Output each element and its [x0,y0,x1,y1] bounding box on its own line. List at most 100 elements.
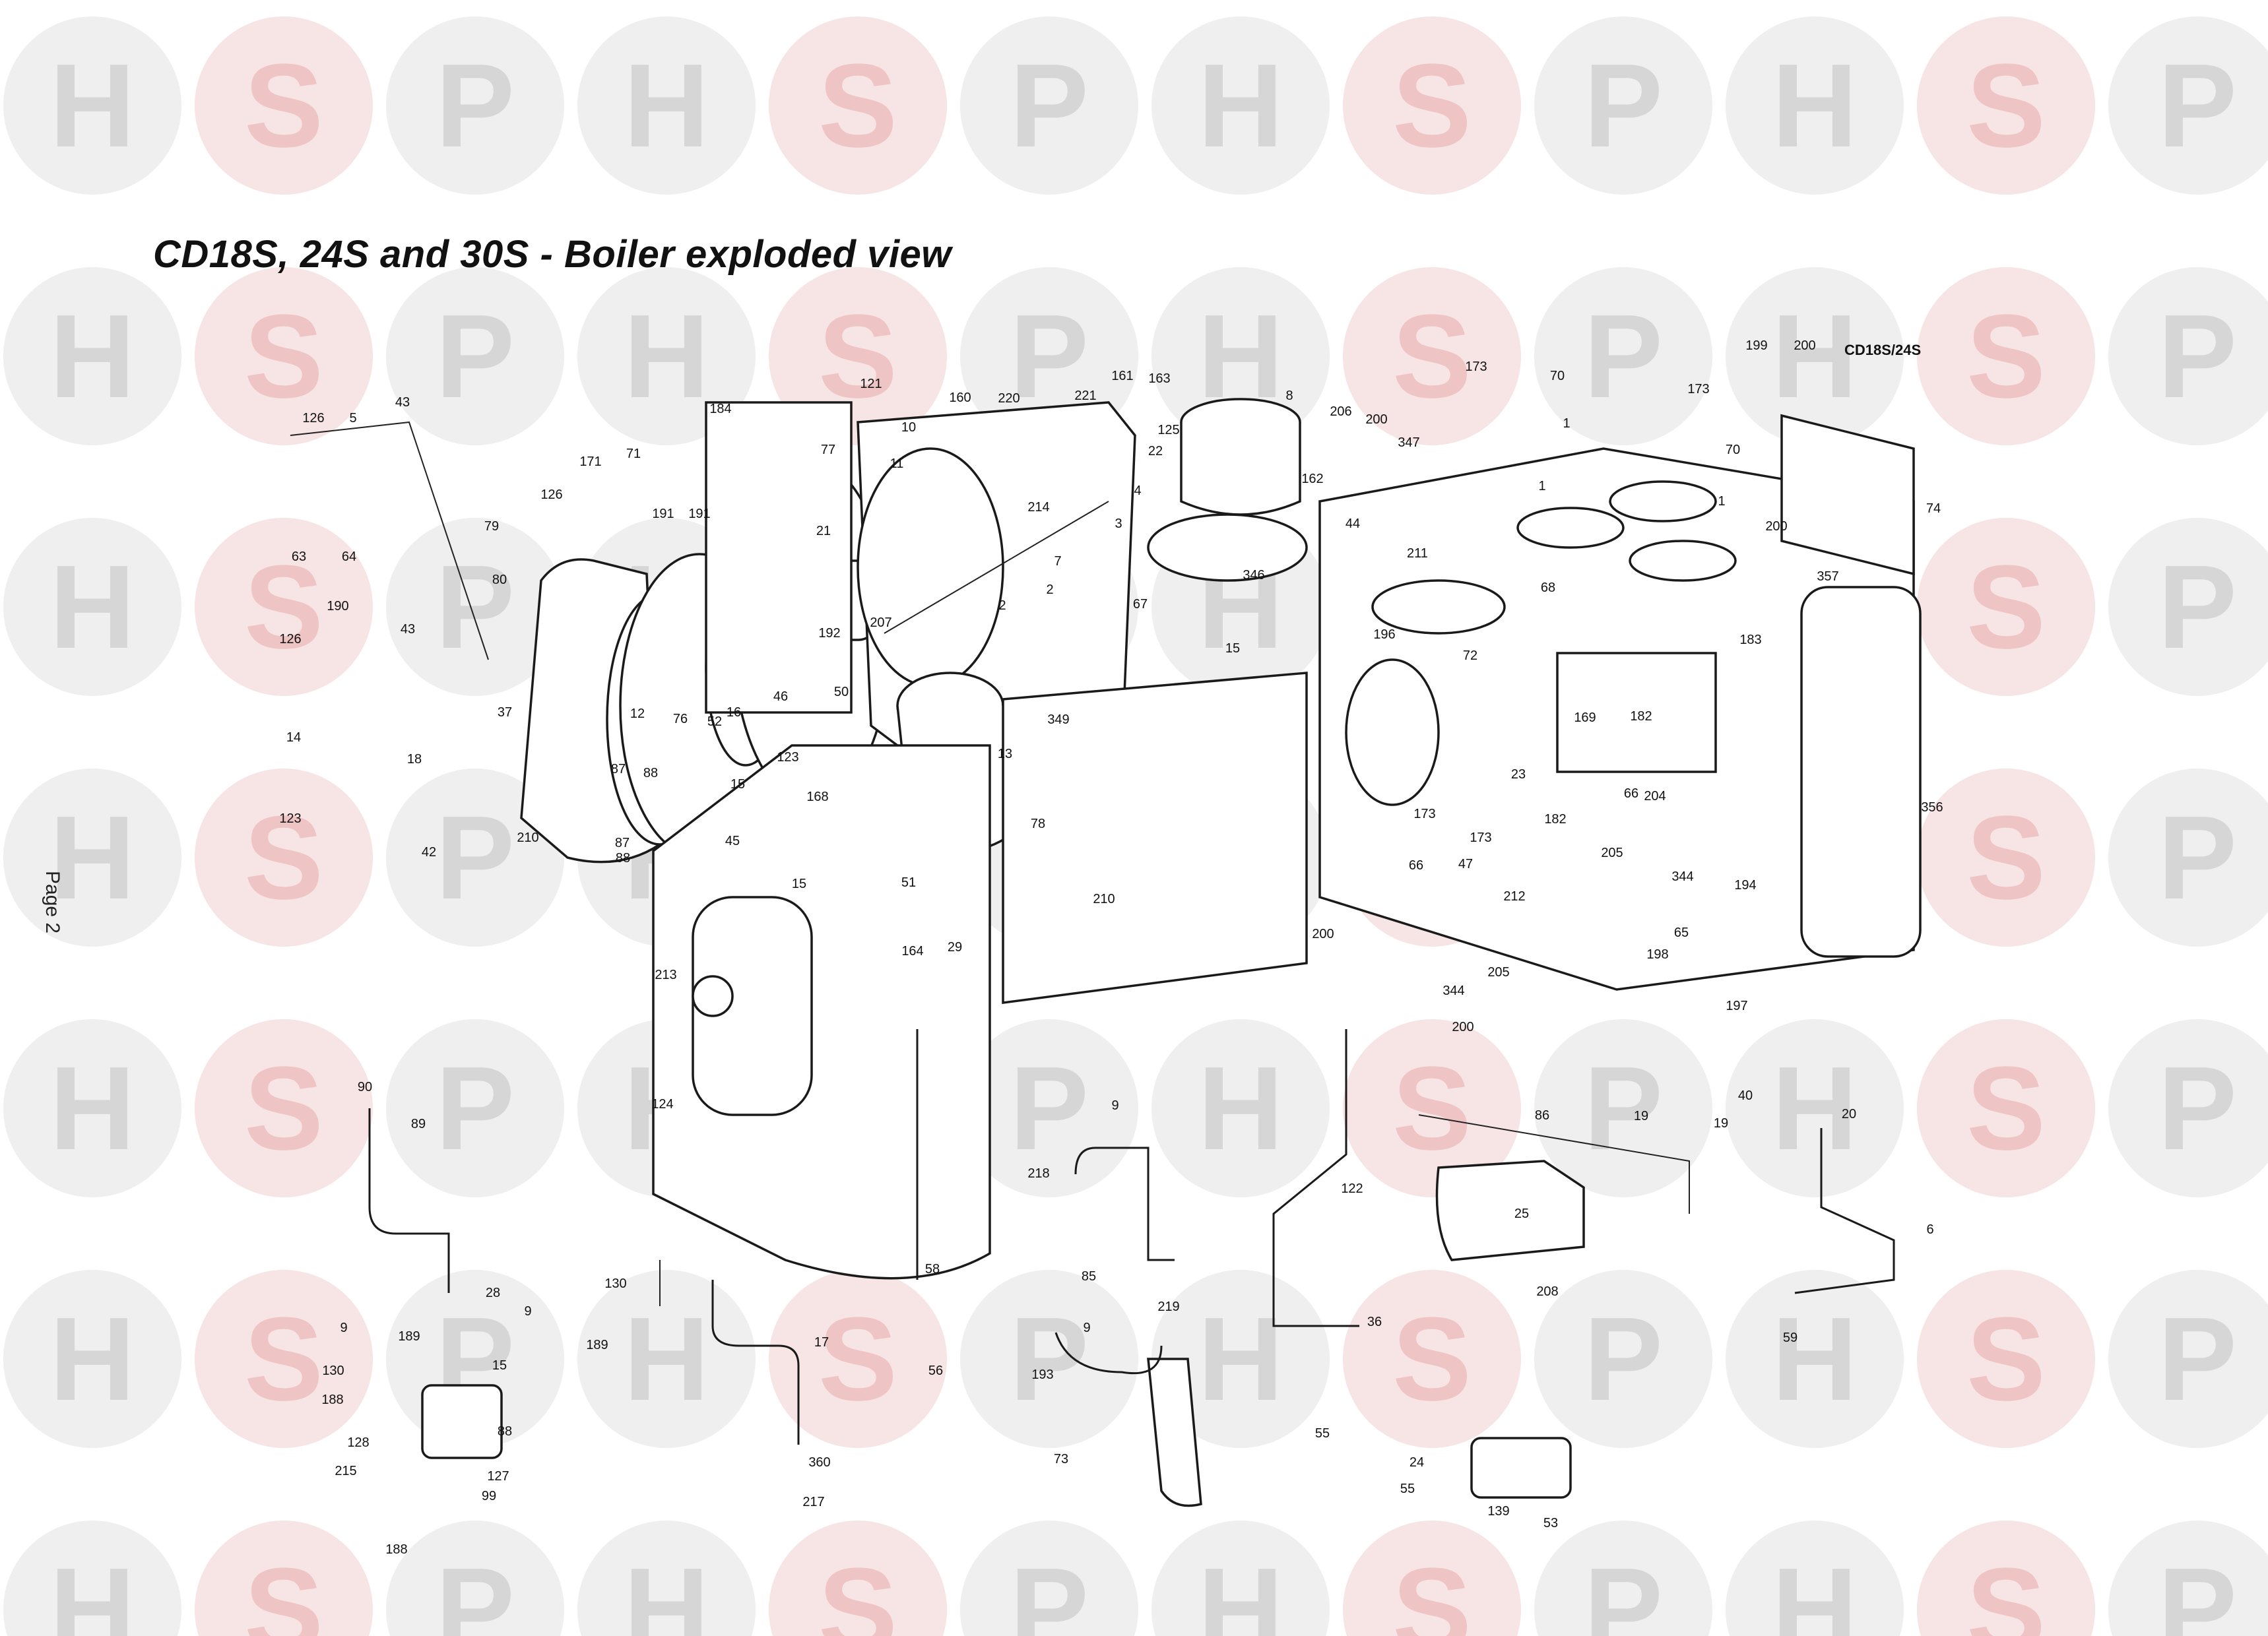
part-number-label: 182 [1544,812,1566,827]
part-number-label: 77 [821,443,835,457]
part-number-label: 15 [1225,641,1240,656]
watermark-circle [1151,1019,1330,1197]
inner-frame [1002,672,1308,1004]
part-number-label: 73 [1054,1452,1068,1466]
watermark-letter: S [1966,1042,2046,1175]
variant-note: CD18S/24S [1844,342,1922,358]
part-number-label: 1 [1538,479,1545,493]
part-number-label: 36 [1367,1315,1382,1329]
part-number-label: 51 [901,875,916,890]
watermark-circle [769,267,947,445]
watermark-letter: P [1584,1042,1663,1175]
part-number-label: 139 [1487,1504,1509,1519]
watermark-circle [3,518,181,696]
part-number-label: 2 [1046,582,1053,597]
part-number-label: 128 [347,1435,369,1450]
watermark-letter: P [1584,290,1663,423]
part-number-label: 194 [1734,878,1756,893]
watermark-letter: H [49,290,135,423]
watermark-letter: P [2158,290,2237,423]
part-number-label: 192 [818,626,840,641]
part-number-label: 47 [1458,857,1473,871]
watermark-letter: H [624,40,709,172]
watermark-circle [1151,16,1330,195]
flexible-hose [1054,1332,1163,1375]
part-number-label: 173 [1413,807,1435,821]
watermark-letter: P [436,1544,515,1636]
part-number-label: 52 [707,714,722,729]
part-number-label: 214 [1027,500,1049,515]
watermark-letter: P [436,40,515,172]
watermark-letter: H [624,1544,709,1636]
part-number-label: 9 [340,1321,347,1335]
watermark-letter: P [436,541,515,674]
part-number-label: 24 [1409,1455,1424,1470]
part-number-label: 70 [1550,369,1565,383]
watermark-circle [577,1521,756,1636]
watermark-letter: P [2158,1042,2237,1175]
watermark-letter: H [49,1042,135,1175]
watermark-circle [960,1521,1138,1636]
watermark-circle [769,1270,947,1448]
part-number-label: 346 [1243,568,1264,582]
watermark-circle [577,1270,756,1448]
flue-port-c [1629,540,1737,582]
part-number-label: 122 [1341,1181,1363,1196]
page-number-label: Page 2 [42,871,63,934]
watermark-letter: P [1010,290,1089,423]
circulation-pump [1435,1160,1585,1261]
watermark-circle [3,267,181,445]
watermark-letter: P [436,1042,515,1175]
part-number-label: 80 [492,573,507,587]
part-number-label: 68 [1541,581,1555,595]
part-number-label: 7 [1054,554,1061,569]
case-window [692,896,813,1116]
part-number-label: 356 [1921,800,1943,815]
watermark-circle [1917,1521,2095,1636]
watermark-circle [960,1270,1138,1448]
watermark-letter: P [1010,1544,1089,1636]
part-number-label: 200 [1312,927,1334,941]
part-number-label: 74 [1926,501,1941,516]
part-number-label: 173 [1465,360,1487,374]
part-number-label: 349 [1047,712,1069,727]
watermark-circle [1917,769,2095,947]
part-number-label: 67 [1133,597,1148,612]
part-number-label: 22 [1148,444,1163,458]
part-number-label: 29 [948,940,962,955]
part-number-label: 347 [1398,435,1419,450]
watermark-letter: S [1966,290,2046,423]
part-number-label: 218 [1027,1166,1049,1181]
part-number-label: 72 [1463,648,1477,663]
part-number-label: 43 [395,395,410,410]
watermark-circle [769,1521,947,1636]
part-number-label: 58 [925,1262,940,1276]
watermark-letter: P [1584,40,1663,172]
watermark-circle [386,1019,564,1197]
part-number-label: 193 [1031,1368,1053,1382]
watermark-circle [1343,267,1521,445]
part-number-label: 70 [1726,443,1740,457]
part-number-label: 3 [1115,517,1122,531]
watermark-letter: H [1198,1293,1283,1426]
part-number-label: 130 [322,1364,344,1378]
part-number-label: 191 [688,507,710,521]
part-number-label: 1 [1718,494,1725,509]
watermark-circle [386,267,564,445]
part-number-label: 217 [802,1495,824,1509]
part-number-label: 213 [655,968,676,982]
part-number-label: 124 [651,1097,673,1112]
part-number-label: 173 [1687,382,1709,396]
part-number-label: 188 [321,1393,343,1407]
part-number-label: 126 [302,411,324,425]
part-number-label: 87 [611,762,626,776]
watermark-circle [386,518,564,696]
watermark-circle [2108,1270,2268,1448]
boiler-case [652,744,991,1280]
part-number-label: 215 [335,1464,356,1478]
flue-port-a [1516,507,1625,549]
part-number-label: 45 [725,834,740,848]
part-number-label: 64 [342,550,356,564]
watermark-letter: H [49,1293,135,1426]
